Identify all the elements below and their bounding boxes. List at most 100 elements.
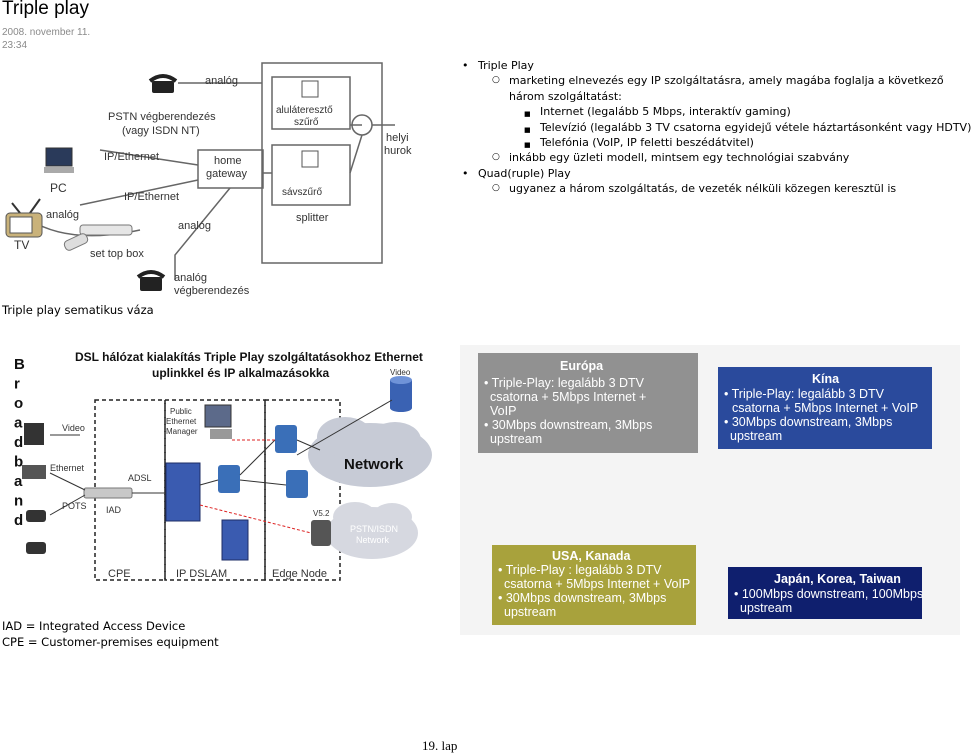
broadband-letter: d [14, 434, 23, 451]
bullet-item: ■Televízió (legalább 3 TV csatorna egyid… [458, 120, 971, 135]
usa-panel: USA, Kanada • Triple-Play : legalább 3 D… [492, 545, 696, 625]
usa-line: csatorna + 5Mbps Internet + VoIP [504, 577, 690, 591]
bullet-item: ○ marketing elnevezés egy IP szolgáltatás… [458, 73, 958, 88]
bullet-text: Quad(ruple) Play [478, 166, 571, 180]
broadband-letter: d [14, 512, 23, 529]
bullet-item: ■Internet (legalább 5 Mbps, interaktív g… [458, 104, 958, 119]
network-cloud [308, 417, 432, 487]
lowpass-box [271, 76, 351, 130]
label-home: home [214, 155, 242, 167]
kina-line: csatorna + 5Mbps Internet + VoIP [732, 401, 918, 415]
label-tv: TV [14, 238, 29, 252]
line [199, 504, 312, 534]
line [296, 439, 321, 451]
time-text: 23:34 [2, 40, 28, 51]
label-pstn: PSTN végberendezés [108, 111, 216, 123]
line [239, 439, 276, 476]
bullet-item: ○ugyanez a három szolgáltatás, de vezeté… [458, 181, 958, 196]
bullet-marker: • [462, 166, 469, 180]
label-pem-1: Public [170, 407, 192, 416]
line [49, 494, 86, 516]
line [174, 187, 231, 280]
label-cpe: CPE [108, 568, 131, 580]
regional-map: Európa • Triple-Play: legalább 3 DTV csa… [460, 345, 960, 635]
label-pem-3: Manager [166, 427, 198, 436]
home-gateway-box [197, 149, 264, 189]
label-pc: PC [50, 181, 67, 195]
bullet-marker: ■ [524, 110, 531, 119]
label-loop-2: hurok [384, 145, 412, 157]
usa-line: • Triple-Play : legalább 3 DTV [498, 563, 662, 577]
line [296, 399, 393, 456]
bandpass-box [271, 144, 351, 206]
label-gateway: gateway [206, 168, 247, 180]
europa-panel: Európa • Triple-Play: legalább 3 DTV csa… [478, 353, 698, 453]
label-splitter: splitter [296, 212, 329, 224]
footnote-iad: IAD = Integrated Access Device [2, 619, 186, 633]
label-analog-bottom-2: végberendezés [174, 285, 250, 297]
bullet-item: ○inkább egy üzleti modell, mintsem egy t… [458, 150, 958, 165]
bullet-text: marketing elnevezés egy IP szolgáltatásr… [509, 74, 944, 88]
label-edge-node: Edge Node [272, 568, 327, 580]
label-pem-2: Ethernet [166, 417, 197, 426]
kina-line: • Triple-Play: legalább 3 DTV [724, 387, 885, 401]
japan-panel: Japán, Korea, Taiwan • 100Mbps downstrea… [728, 567, 923, 619]
europa-title: Európa [560, 359, 604, 373]
analog-phone-icon [136, 270, 166, 291]
bullet-text: Telefónia (VoIP, IP feletti beszédátvite… [540, 136, 754, 150]
date-text: 2008. november 11. [2, 27, 91, 38]
japan-line: • 100Mbps downstream, 100Mbps [734, 587, 923, 601]
label-isdn: (vagy ISDN NT) [122, 125, 200, 137]
broadband-letter: B [14, 356, 25, 373]
label-ip-ethernet-1: IP/Ethernet [104, 151, 159, 163]
line [199, 479, 219, 486]
bullet-list: • Triple Play ○ marketing elnevezés egy IP… [458, 58, 971, 197]
label-analog-mid: analóg [178, 220, 211, 232]
router-icons [218, 425, 331, 546]
europa-line: VoIP [490, 404, 516, 418]
triple-play-schematic: analóg PSTN végberendezés (vagy ISDN NT)… [5, 62, 412, 297]
broadband-letter: o [14, 395, 23, 412]
bullet-item: ■Telefónia (VoIP, IP feletti beszédátvit… [458, 135, 958, 150]
video-server-icon [390, 376, 412, 412]
bullet-marker: ■ [524, 125, 531, 134]
usa-line: • 30Mbps downstream, 3Mbps [498, 591, 666, 605]
label-adsl: ADSL [128, 473, 152, 483]
pem-computer-icon [204, 404, 232, 439]
bullet-marker: • [462, 59, 469, 72]
europa-line: • 30Mbps downstream, 3Mbps [484, 418, 652, 432]
japan-line: upstream [740, 601, 792, 615]
label-ip-ethernet-2: IP/Ethernet [124, 191, 179, 203]
kina-line: upstream [730, 429, 782, 443]
label-pots: POTS [62, 501, 87, 511]
edge-region [264, 399, 341, 581]
bullet-item: három szolgáltatást: [458, 89, 958, 104]
page-date: 2008. november 11. 23:34 [2, 26, 122, 52]
dsl-network-diagram: DSL hálózat kialakítás Triple Play szolg… [14, 350, 432, 581]
bullet-text: Triple Play [478, 59, 534, 72]
dsl-title-1: DSL hálózat kialakítás Triple Play szolg… [75, 350, 423, 364]
label-analog-tv: analóg [46, 209, 79, 221]
pstn-cloud [326, 502, 418, 559]
filter-symbol [301, 80, 319, 98]
summing-node [351, 114, 373, 136]
line [49, 472, 86, 491]
broadband-letter: a [14, 473, 23, 490]
line [239, 479, 287, 486]
usa-line: upstream [504, 605, 556, 619]
bullet-text: ugyanez a három szolgáltatás, de vezeték… [509, 182, 897, 196]
broadband-letter: n [14, 493, 23, 510]
label-ethernet: Ethernet [50, 463, 85, 473]
label-analog-top: analóg [205, 75, 238, 87]
pc-icon [44, 147, 74, 173]
bullet-marker: ○ [492, 75, 500, 86]
footnote-cpe: CPE = Customer-premises equipment [2, 635, 219, 649]
dsl-title-2: uplinkkel és IP alkalmazásokka [152, 366, 330, 380]
kina-panel: Kína • Triple-Play: legalább 3 DTV csato… [718, 367, 932, 449]
broadband-letter: r [14, 376, 20, 393]
label-set-top-box: set top box [90, 248, 144, 260]
set-top-box-icon [63, 224, 133, 251]
kina-title: Kína [812, 372, 840, 386]
europa-line: csatorna + 5Mbps Internet + [490, 390, 646, 404]
tv-icon [5, 198, 43, 238]
